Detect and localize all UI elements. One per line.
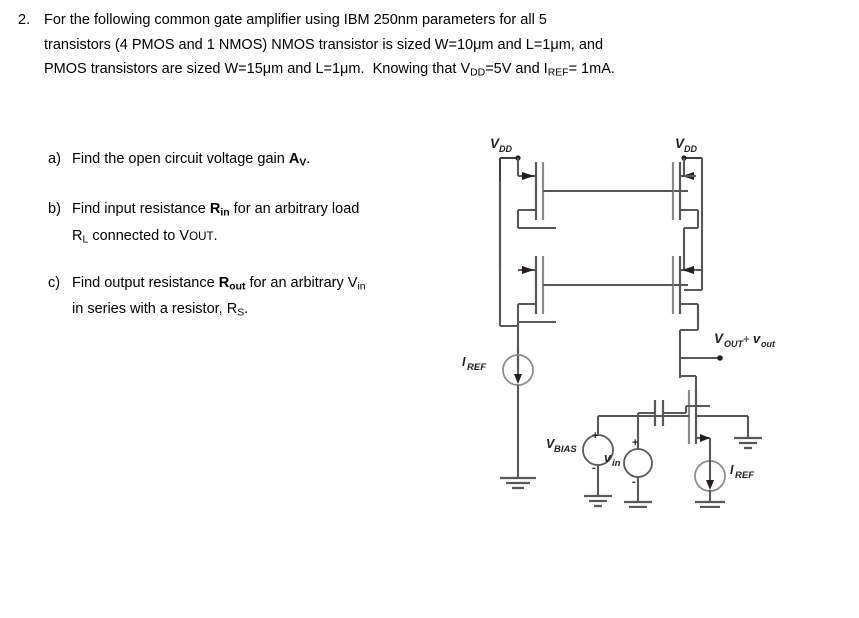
pmos-cascode-right-top [644,162,700,270]
vbias-minus-sign: - [592,462,596,474]
sub-a-pre: Find the open circuit voltage gain [72,151,289,167]
vdd-left-node [498,156,518,182]
sub-b-pre: Find input resistance [72,201,210,218]
sub-b-line2-mid: connected to V [88,227,190,244]
subquestion-c-body: Find output resistance Rout for an arbit… [72,272,366,325]
sub-c-symbol-sub: out [229,281,246,293]
subquestion-list: a) Find the open circuit voltage gain AV… [48,148,468,344]
vbias-label: V [546,437,556,451]
vin-plus-sign: + [632,437,638,449]
vdd-left-label-sub: DD [499,144,512,154]
circuit-diagram: V DD V DD I REF I REF V BIAS + - v in [448,118,848,508]
sub-c-line2-pre: in series with a resistor, R [72,301,238,318]
sub-c-pre: Find output resistance [72,274,219,291]
iref-subscript: REF [547,67,569,79]
subquestion-a-label: a) [48,151,61,167]
ground-iref-right [695,500,725,508]
pmos-cascode-left-top [516,162,583,230]
sub-b-line2-post: . [213,227,218,244]
vin-label-sub: in [612,458,621,469]
vdd-right-label-sub: DD [684,144,697,154]
iref-left-label-sub: REF [467,362,486,373]
sub-c-line2-post: . [244,301,249,318]
vbias-label-sub: BIAS [554,444,577,455]
vin-minus-sign: - [632,476,636,488]
subquestion-c-label: c) [48,274,61,291]
current-source-iref-left [502,348,534,478]
vout-label: V [714,331,724,346]
vbias-plus-sign: + [592,430,598,442]
vout-label-sub: OUT [724,339,745,349]
current-source-iref-right [694,456,726,502]
question-body: For the following common gate amplifier … [44,8,615,86]
nmos-output [646,374,750,456]
sub-c-post-sub: in [357,281,366,293]
coupling-capacitor [636,400,686,448]
subquestion-a: a) Find the open circuit voltage gain AV… [48,148,468,174]
vdd-right-label: V [675,136,685,151]
sub-b-symbol: R [209,201,221,218]
vout-small-label-sub: out [761,339,776,349]
question-block: 2. For the following common gate amplifi… [18,8,818,86]
vdd-subscript: DD [470,67,486,79]
sub-b-symbol-sub: in [220,207,230,219]
voltage-source-vin [623,448,653,502]
iref-left-label: I [462,355,466,369]
pmos-cascode-left-bottom [516,256,583,324]
iref-right-label: I [730,463,734,477]
ground-vbias [584,494,612,508]
question-text-line2: transistors (4 PMOS and 1 NMOS) NMOS tra… [44,36,604,53]
sub-b-line2-sub2: OUT [189,229,214,243]
sub-c-line2-sub: S [237,307,245,319]
sub-b-post: for an arbitrary load [229,201,360,218]
voltage-source-vbias [582,434,614,496]
subquestion-b-body: Find input resistance Rin for an arbitra… [72,198,359,251]
vout-small-label: v [753,331,761,346]
question-text-line3c: = 1mA. [568,61,615,77]
ground-vin [624,500,652,508]
sub-a-post: . [306,151,311,167]
subquestion-b-label: b) [48,201,61,218]
sub-c-symbol: R [218,274,230,291]
vout-terminal-dot [717,355,723,361]
vout-plus-sign: + [743,334,750,346]
ground-left [500,476,536,490]
subquestion-b: b) Find input resistance Rin for an arbi… [48,198,468,251]
question-number: 2. [18,12,31,28]
question-text-line3a: PMOS transistors are sized W=15μm and L=… [44,61,471,77]
sub-a-symbol-sub: V [299,157,307,169]
sub-b-line2-sub: L [82,233,89,245]
question-text-line3b: =5V and I [485,61,548,77]
question-text-line1: For the following common gate amplifier … [44,12,547,28]
question-line-1: 2. For the following common gate amplifi… [18,8,818,86]
ground-nmos-bulk [734,436,762,450]
subquestion-c: c) Find output resistance Rout for an ar… [48,272,468,325]
subquestion-a-body: Find the open circuit voltage gain AV. [72,148,310,174]
sub-b-line2-pre: R [72,227,83,244]
iref-right-label-sub: REF [735,470,754,481]
vin-label: v [604,451,612,465]
sub-c-post: for an arbitrary V [245,274,358,291]
vdd-left-label: V [490,136,500,151]
sub-a-symbol: A [288,151,300,167]
